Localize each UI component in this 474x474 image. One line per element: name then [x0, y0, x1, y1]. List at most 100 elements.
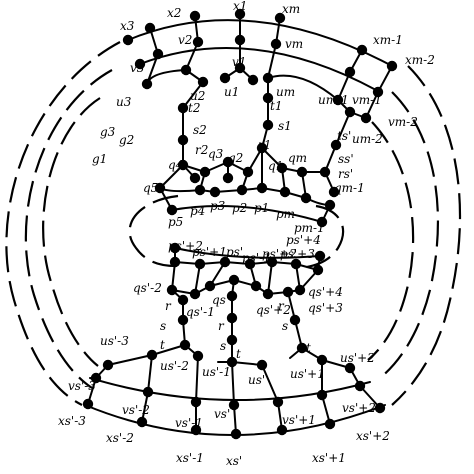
- label-qsm1: qs'-1: [186, 305, 215, 319]
- vertex-dot: [199, 166, 211, 178]
- q-chain: [159, 147, 335, 193]
- vertex-dot: [262, 72, 274, 84]
- label-s2: s2: [193, 123, 207, 137]
- vertex-dot: [228, 274, 240, 286]
- vertex-dot: [328, 186, 340, 198]
- vertex-dot: [276, 424, 288, 436]
- label-g3: g3: [100, 125, 116, 139]
- vertex-dot: [242, 166, 254, 178]
- label-vsm3: vs'-3: [68, 379, 96, 393]
- vertex-dot: [316, 216, 328, 228]
- label-rs: rs': [338, 167, 353, 181]
- vertex-dot: [190, 424, 202, 436]
- vertex-dot: [319, 166, 331, 178]
- vertex-dot: [386, 60, 398, 72]
- dashed-arc-mid-right: [379, 91, 440, 379]
- vertex-dot: [344, 362, 356, 374]
- vertex-dot: [332, 94, 344, 106]
- inner-arc-top: [139, 46, 377, 91]
- vertex-dot: [372, 86, 384, 98]
- label-xsp1: xs'+1: [312, 451, 346, 465]
- vertex-dot: [141, 78, 153, 90]
- label-p1: p1: [254, 201, 269, 215]
- label-s1: s1: [278, 119, 292, 133]
- label-ss: ss': [338, 152, 354, 166]
- vertex-dot: [324, 418, 336, 430]
- label-xsp2: xs'+2: [356, 429, 390, 443]
- label-r-mid: r: [218, 319, 225, 333]
- label-r-right: r: [278, 299, 285, 313]
- dashed-arc-mid-left: [24, 69, 113, 389]
- label-qm: qm: [288, 151, 307, 165]
- label-s-left: s: [160, 319, 166, 333]
- vertex-dot: [144, 22, 156, 34]
- vertex-dot: [354, 380, 366, 392]
- vertex-dot: [256, 359, 268, 371]
- dashed-ellipse-hole-left: [128, 194, 179, 268]
- label-usm3: us'-3: [100, 334, 129, 348]
- vertex-dot: [222, 156, 234, 168]
- vertex-dot: [192, 36, 204, 48]
- vertex-dot: [234, 62, 246, 74]
- label-q5: q5: [143, 181, 158, 195]
- label-p4: p4: [190, 204, 205, 218]
- label-x1: x1: [233, 0, 247, 13]
- vertex-dot: [262, 288, 274, 300]
- vertex-dot: [190, 396, 202, 408]
- label-s-mid: s: [220, 339, 226, 353]
- label-q1: q1: [268, 159, 283, 173]
- u-chain: [146, 69, 187, 85]
- vertex-dot: [169, 242, 181, 254]
- label-vsm1: vs'-1: [175, 416, 203, 430]
- edge: [147, 354, 153, 393]
- vertex-dot: [226, 312, 238, 324]
- dashed-arc-inner-left: [42, 97, 101, 367]
- label-pm: pm: [276, 207, 295, 221]
- vertex-dot: [194, 184, 206, 196]
- label-ps1: ps'+1: [192, 245, 227, 259]
- vertex-dot: [296, 342, 308, 354]
- vertex-dot: [279, 186, 291, 198]
- label-psm1: ps'-1: [242, 251, 271, 265]
- vertex-dot: [344, 106, 356, 118]
- vertex-dot: [236, 184, 248, 196]
- label-um2: um-2: [352, 132, 383, 146]
- label-usp2: us'+2: [340, 351, 375, 365]
- vertex-dot: [274, 12, 286, 24]
- lower-inner-arc: [89, 377, 371, 402]
- vertex-dot: [330, 139, 342, 151]
- vertex-dot: [266, 256, 278, 268]
- label-u2: u2: [190, 89, 205, 103]
- vertex-dot: [316, 389, 328, 401]
- vertex-dot: [262, 92, 274, 104]
- vertex-dot: [270, 38, 282, 50]
- edge: [182, 81, 204, 109]
- vertex-dot: [102, 359, 114, 371]
- vertex-dot: [234, 34, 246, 46]
- vertex-dot: [230, 428, 242, 440]
- label-vsp1: vs'+1: [282, 413, 316, 427]
- vertex-dot: [289, 314, 301, 326]
- label-q3: q3: [208, 147, 224, 161]
- u-chain: [267, 74, 339, 101]
- vertex-dot: [344, 66, 356, 78]
- vertex-dot: [314, 250, 326, 262]
- vertex-dot: [194, 258, 206, 270]
- label-psp: ps': [226, 245, 243, 259]
- vertex-dot: [247, 74, 259, 86]
- label-x2: x2: [167, 6, 181, 20]
- vertex-dot: [146, 349, 158, 361]
- vertex-dot: [177, 134, 189, 146]
- vertex-dot: [177, 294, 189, 306]
- dashed-ellipse-hole-right: [299, 204, 345, 270]
- vertex-dot: [282, 286, 294, 298]
- label-xsm2: xs'-2: [106, 431, 134, 445]
- vertex-dot: [136, 416, 148, 428]
- vertex-dot: [90, 372, 102, 384]
- vertex-dot: [244, 258, 256, 270]
- vertex-dot: [226, 290, 238, 302]
- label-q2: q2: [228, 151, 243, 165]
- label-t2: t2: [188, 101, 200, 115]
- vertex-dot: [222, 172, 234, 184]
- edge: [151, 344, 186, 356]
